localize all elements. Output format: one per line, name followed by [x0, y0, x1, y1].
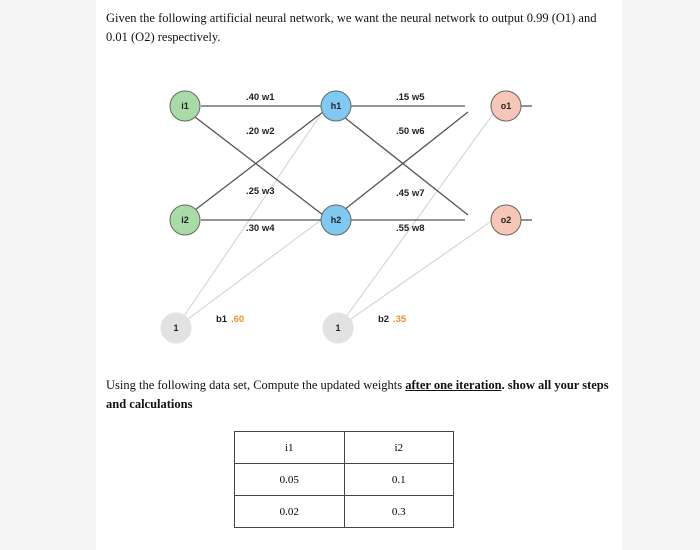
table-cell-text: 0.1 — [391, 473, 406, 486]
node-bias-2-label: 1 — [335, 323, 340, 333]
question-page: Given the following artificial neural ne… — [96, 0, 622, 550]
network-nodes — [160, 90, 522, 344]
node-i1-label: i1 — [181, 101, 189, 111]
i2-h1-line — [194, 111, 324, 211]
table-row: 0.05 0.1 — [234, 463, 455, 496]
table-header-i2-text: i2 — [394, 441, 404, 454]
b2-to-o2-line — [337, 219, 494, 329]
b1-to-h1-line — [175, 113, 322, 329]
weight-w7-label: .45 w7 — [396, 188, 425, 199]
node-bias-1 — [160, 312, 192, 344]
dataset-table: i1 i2 0.05 0.1 0.02 0.3 — [234, 431, 455, 528]
weight-w6-label: .50 w6 — [396, 126, 425, 137]
weight-connections — [194, 105, 532, 221]
node-o1-label: o1 — [501, 101, 512, 111]
node-i1 — [169, 90, 201, 122]
bias-b1-label: b1 — [216, 314, 228, 325]
bias-b2-value: .35 — [393, 314, 407, 325]
table-cell: 0.05 — [234, 463, 345, 496]
table-header-i1-text: i1 — [284, 441, 294, 454]
bias-b1-value: .60 — [231, 314, 244, 325]
node-h1 — [320, 90, 352, 122]
bias-b2-label: b2 — [378, 314, 389, 325]
weight-w1-label: .40 w1 — [246, 92, 275, 103]
weight-w3-label: .25 w3 — [246, 186, 275, 197]
weight-w5-label: .15 w5 — [396, 92, 425, 103]
node-bias-2 — [322, 312, 354, 344]
node-o2 — [490, 204, 522, 236]
h1-o2-line — [343, 116, 469, 216]
weight-w4-label: .30 w4 — [246, 223, 275, 234]
node-o2-label: o2 — [501, 215, 512, 225]
table-cell-text: 0.3 — [391, 505, 406, 518]
node-i2-label: i2 — [181, 215, 189, 225]
question-intro: Given the following artificial neural ne… — [106, 11, 597, 44]
table-cell: 0.02 — [234, 495, 345, 528]
table-row: 0.02 0.3 — [234, 495, 455, 528]
bias-connections — [175, 113, 494, 329]
h2-o1-line — [343, 111, 469, 211]
table-header-row: i1 i2 — [234, 431, 455, 464]
node-h2-label: h2 — [331, 215, 342, 225]
node-h2 — [320, 204, 352, 236]
i1-h2-line — [194, 116, 324, 216]
node-bias-1-label: 1 — [173, 323, 178, 333]
node-o1 — [490, 90, 522, 122]
table-cell: 0.1 — [343, 463, 455, 496]
b2-to-o1-line — [337, 113, 494, 329]
neural-network-diagram: .40 w1 .20 w2 .25 w3 .30 w4 .15 w5 .50 w… — [160, 90, 532, 344]
b1-to-h2-line — [175, 219, 322, 329]
question-instruction: Using the following data set, Compute th… — [106, 376, 612, 414]
node-h1-label: h1 — [331, 101, 342, 111]
instruction-suffix: . show all your steps and calculations — [106, 378, 609, 411]
node-i2 — [169, 204, 201, 236]
table-header-i1: i1 — [234, 431, 345, 464]
instruction-emphasis: after one iteration — [405, 378, 502, 392]
table-cell-text: 0.05 — [279, 473, 299, 486]
weight-w2-label: .20 w2 — [246, 126, 275, 137]
instruction-prefix: Using the following data set, Compute th… — [106, 378, 406, 392]
weight-w8-label: .55 w8 — [396, 223, 425, 234]
table-header-i2: i2 — [343, 431, 455, 464]
table-cell: 0.3 — [343, 495, 455, 528]
table-cell-text: 0.02 — [279, 505, 299, 518]
